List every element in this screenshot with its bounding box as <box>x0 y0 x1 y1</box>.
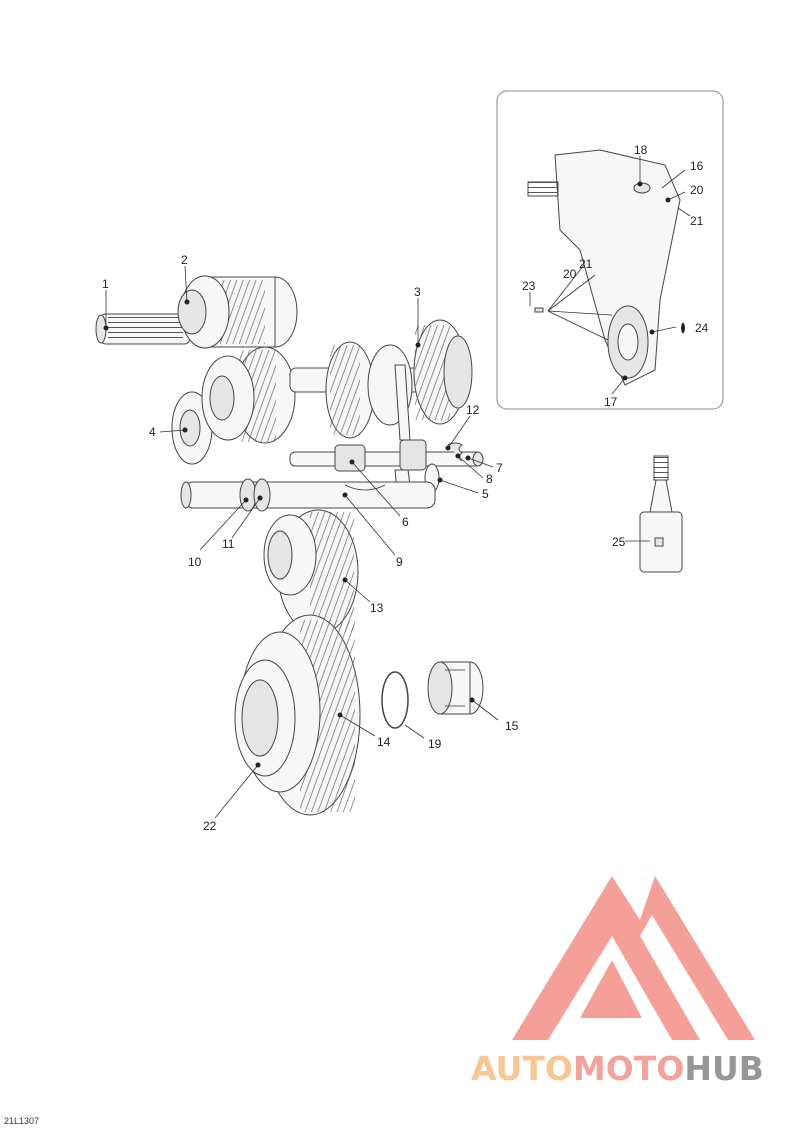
inset-callout-21b: 21 <box>579 257 593 271</box>
callout-10: 10 <box>188 555 202 569</box>
inset-callout-20a: 20 <box>690 183 704 197</box>
callout-25: 25 <box>612 535 626 549</box>
callout-4: 4 <box>149 425 156 439</box>
watermark-auto: AUTO <box>471 1049 573 1088</box>
assembled-view-inset: 18 16 20 21 23 20 21 24 17 <box>496 90 724 410</box>
gear-hub <box>234 659 296 777</box>
callout-9: 9 <box>396 555 403 569</box>
callout-14: 14 <box>377 735 391 749</box>
diagram-reference-code: 21L1307 <box>4 1116 40 1126</box>
watermark-triangle-logo <box>512 876 755 1040</box>
output-gear-small <box>263 509 359 635</box>
inset-callout-20b: 20 <box>563 267 577 281</box>
countershaft-gear-large <box>201 346 296 444</box>
countershaft-bearing <box>171 391 213 465</box>
inset-callout-21a: 21 <box>690 214 704 228</box>
leader-lines <box>103 265 650 819</box>
input-gear-cluster <box>177 275 298 349</box>
inset-callout-18: 18 <box>634 143 648 157</box>
callout-19: 19 <box>428 737 442 751</box>
callout-7: 7 <box>496 461 503 475</box>
inset-callout-24: 24 <box>695 321 709 335</box>
svg-text:AUTOMOTOHUB: AUTOMOTOHUB <box>471 1049 764 1088</box>
bushing <box>427 661 484 715</box>
brand-watermark: AUTOMOTOHUB <box>471 876 764 1088</box>
callout-3: 3 <box>414 285 421 299</box>
inset-callout-23: 23 <box>522 279 536 293</box>
inset-callout-16: 16 <box>690 159 704 173</box>
callout-15: 15 <box>505 719 519 733</box>
callout-12: 12 <box>466 403 480 417</box>
callout-labels: 1 2 3 4 5 6 7 8 9 10 11 12 13 14 15 19 2… <box>102 253 626 833</box>
callout-22: 22 <box>203 819 217 833</box>
inset-callout-17: 17 <box>604 395 618 409</box>
callout-13: 13 <box>370 601 384 615</box>
shift-drum <box>180 478 436 512</box>
watermark-hub: HUB <box>684 1049 764 1088</box>
callout-11: 11 <box>222 537 235 551</box>
callout-5: 5 <box>482 487 489 501</box>
callout-8: 8 <box>486 472 493 486</box>
watermark-moto: MOTO <box>573 1049 684 1088</box>
callout-2: 2 <box>181 253 188 267</box>
o-ring <box>381 671 409 729</box>
sealant-bottle <box>639 455 683 573</box>
callout-1: 1 <box>102 277 109 291</box>
callout-6: 6 <box>402 515 409 529</box>
input-shaft <box>95 313 191 345</box>
